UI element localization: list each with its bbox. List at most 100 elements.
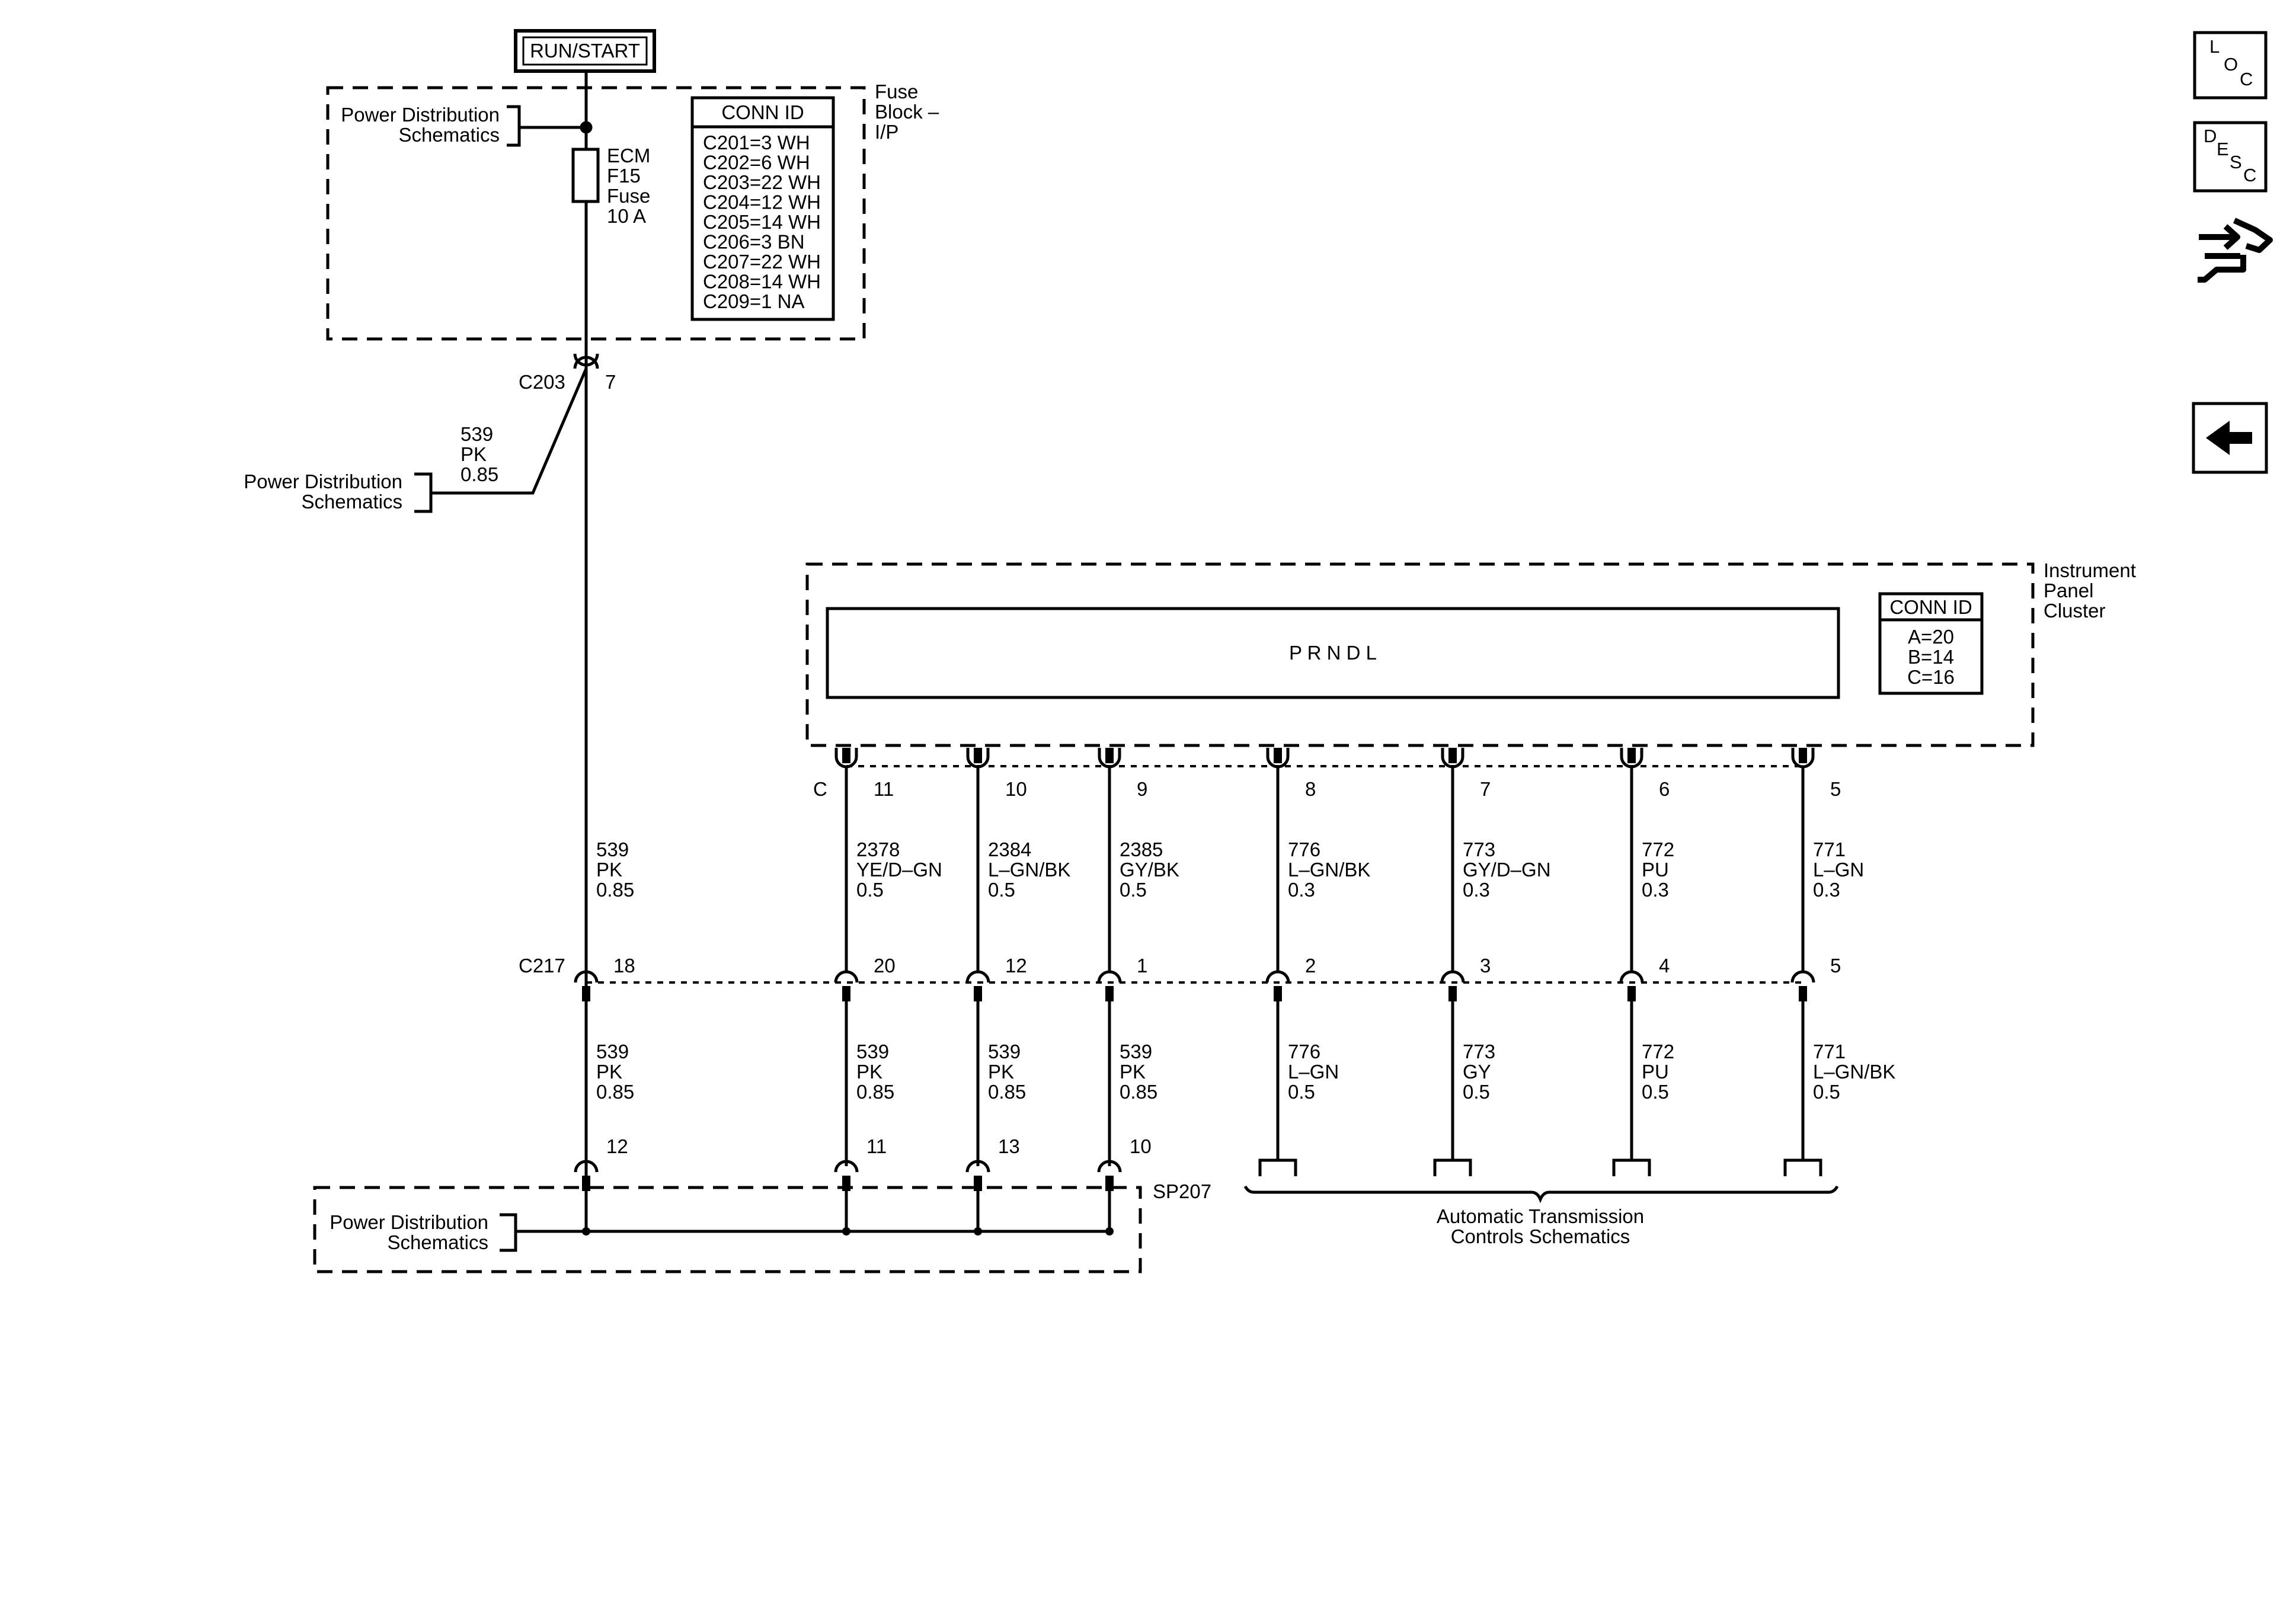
power-ref-bracket-top [507, 105, 586, 147]
fuse-block-outline [326, 86, 866, 341]
wire-5-upper-label-3: 0.3 [1288, 879, 1315, 901]
wire-6-lower-label-1: 773 [1463, 1041, 1495, 1062]
ipc-title-3: Cluster [2044, 600, 2106, 622]
wire-3-lower-label-2: PK [988, 1061, 1014, 1083]
wire-8 [1783, 748, 1822, 1176]
left-power-branch-wire [431, 368, 588, 495]
prndl-text: P R N D L [1289, 642, 1377, 664]
wire-2-lower-label-3: 0.85 [856, 1081, 894, 1103]
wire-2-lower-label-1: 539 [856, 1041, 889, 1062]
wire-7-top-pin: 6 [1659, 778, 1670, 800]
wire-4-sp-cap [1097, 1160, 1122, 1173]
ipc-conn-row-2: B=14 [1908, 646, 1954, 668]
wire-4-ipc-pin [1105, 748, 1114, 763]
fuse-conn-id-box [690, 96, 835, 321]
wire-layer: 539PK0.8518539PK0.8512112378YE/D–GN0.520… [574, 748, 1895, 1235]
desc-letter-d: D [2204, 126, 2217, 146]
wire-8-ipc-pin [1799, 748, 1807, 763]
fuse-conn-row-2: C202=6 WH [703, 152, 810, 174]
wire-8-ipc-socket [1791, 748, 1815, 769]
wire-2-upper-label-1: 2378 [856, 838, 900, 860]
wire-1-upper-label-3: 0.85 [596, 879, 634, 901]
wire-7 [1612, 748, 1651, 1176]
wire-1-lower-label-2: PK [596, 1061, 622, 1083]
fuse-label-1: ECM [607, 145, 650, 167]
wire-3-c217-pin [974, 986, 982, 1001]
ipc-conn-id-box [1878, 592, 1984, 695]
wire-8-upper-label-2: L–GN [1813, 859, 1864, 881]
fuse-conn-row-4: C204=12 WH [703, 191, 821, 213]
wire-4-upper-label-3: 0.5 [1120, 879, 1147, 901]
power-ref-bracket-bottom [500, 1213, 517, 1252]
ipc-title-2: Panel [2044, 580, 2093, 601]
wire-1-lower-label-1: 539 [596, 1041, 629, 1062]
wire-3-splice-dot [974, 1227, 982, 1235]
wire-6-lower-label-2: GY [1463, 1061, 1491, 1083]
wire-3-sp-pin [974, 1176, 982, 1191]
wire-8-lower-label-2: L–GN/BK [1813, 1061, 1895, 1083]
sp207-power-ref-2: Schematics [387, 1231, 488, 1253]
connector-swap-icon[interactable] [2198, 217, 2273, 283]
fuse-label-2: F15 [607, 165, 641, 187]
wire-8-c217-cap [1790, 970, 1815, 983]
wire-6-ipc-socket [1441, 748, 1464, 769]
wire-1-upper-label-2: PK [596, 859, 622, 881]
wire-2-sp-cap [834, 1160, 859, 1173]
wire-8-lower-label-1: 771 [1813, 1041, 1846, 1062]
prndl-display [826, 607, 1840, 699]
wire-6 [1433, 748, 1472, 1176]
wire-2-sp-pin [842, 1176, 850, 1191]
ipc-conn-row-3: C=16 [1907, 666, 1955, 688]
wire-8-lower-label-3: 0.5 [1813, 1081, 1840, 1103]
sp207-power-ref-1: Power Distribution [330, 1211, 488, 1233]
fuse-conn-row-7: C207=22 WH [703, 251, 821, 273]
wire-4-sp-pin [1105, 1176, 1114, 1191]
fuse-power-ref-2: Schematics [398, 124, 500, 146]
wire-2 [834, 748, 859, 1235]
wire-6-top-pin: 7 [1480, 778, 1491, 800]
loc-button[interactable] [2193, 31, 2268, 100]
fuse-conn-row-5: C205=14 WH [703, 211, 821, 233]
fuse-block-title-3: I/P [875, 121, 898, 143]
wire-6-ipc-pin [1448, 748, 1457, 763]
desc-letter-c: C [2243, 165, 2256, 185]
atc-ref-1: Automatic Transmission [1437, 1205, 1644, 1227]
back-button[interactable] [2192, 402, 2268, 474]
sp207-outline [313, 1186, 1142, 1273]
wire-6-upper-label-2: GY/D–GN [1463, 859, 1551, 881]
sp207-name: SP207 [1153, 1180, 1211, 1202]
wire-6-upper-label-3: 0.3 [1463, 879, 1490, 901]
wire-3-lower-label-3: 0.85 [988, 1081, 1026, 1103]
wire-1-splice-dot [582, 1227, 590, 1235]
loc-letter-l: L [2209, 36, 2220, 57]
wire-4-lower-label-3: 0.85 [1120, 1081, 1157, 1103]
wire-4-lower-label-1: 539 [1120, 1041, 1152, 1062]
wire-7-lower-label-1: 772 [1642, 1041, 1674, 1062]
wire-4-c217-pin-label: 1 [1137, 955, 1147, 977]
wire-2-c217-pin [842, 986, 850, 1001]
fuse-conn-row-3: C203=22 WH [703, 171, 821, 193]
wire-4-c217-cap [1097, 970, 1122, 983]
wire-3-c217-cap [965, 970, 990, 983]
back-arrow-icon [2206, 421, 2252, 455]
wire-8-c217-pin-label: 5 [1830, 955, 1841, 977]
wire-7-terminal [1612, 1158, 1651, 1176]
fuse-block-title-2: Block – [875, 101, 939, 123]
wire-5-upper-label-2: L–GN/BK [1288, 859, 1370, 881]
wire-2-splice-dot [842, 1227, 850, 1235]
desc-button[interactable] [2193, 121, 2268, 193]
fuse-power-ref-1: Power Distribution [341, 104, 500, 126]
wire-7-c217-pin-label: 4 [1659, 955, 1670, 977]
wire-8-terminal [1783, 1158, 1822, 1176]
fuse-label-4: 10 A [607, 205, 646, 227]
wire-7-upper-label-2: PU [1642, 859, 1669, 881]
wire-2-c217-pin-label: 20 [874, 955, 896, 977]
wire-2-lower-label-2: PK [856, 1061, 882, 1083]
wire-2-upper-label-2: YE/D–GN [856, 859, 942, 881]
wire-5 [1258, 748, 1297, 1176]
wire-7-c217-cap [1619, 970, 1644, 983]
wire-1-upper-label-1: 539 [596, 838, 629, 860]
wire-2-ipc-pin [842, 748, 850, 763]
wire-5-lower-label-3: 0.5 [1288, 1081, 1315, 1103]
